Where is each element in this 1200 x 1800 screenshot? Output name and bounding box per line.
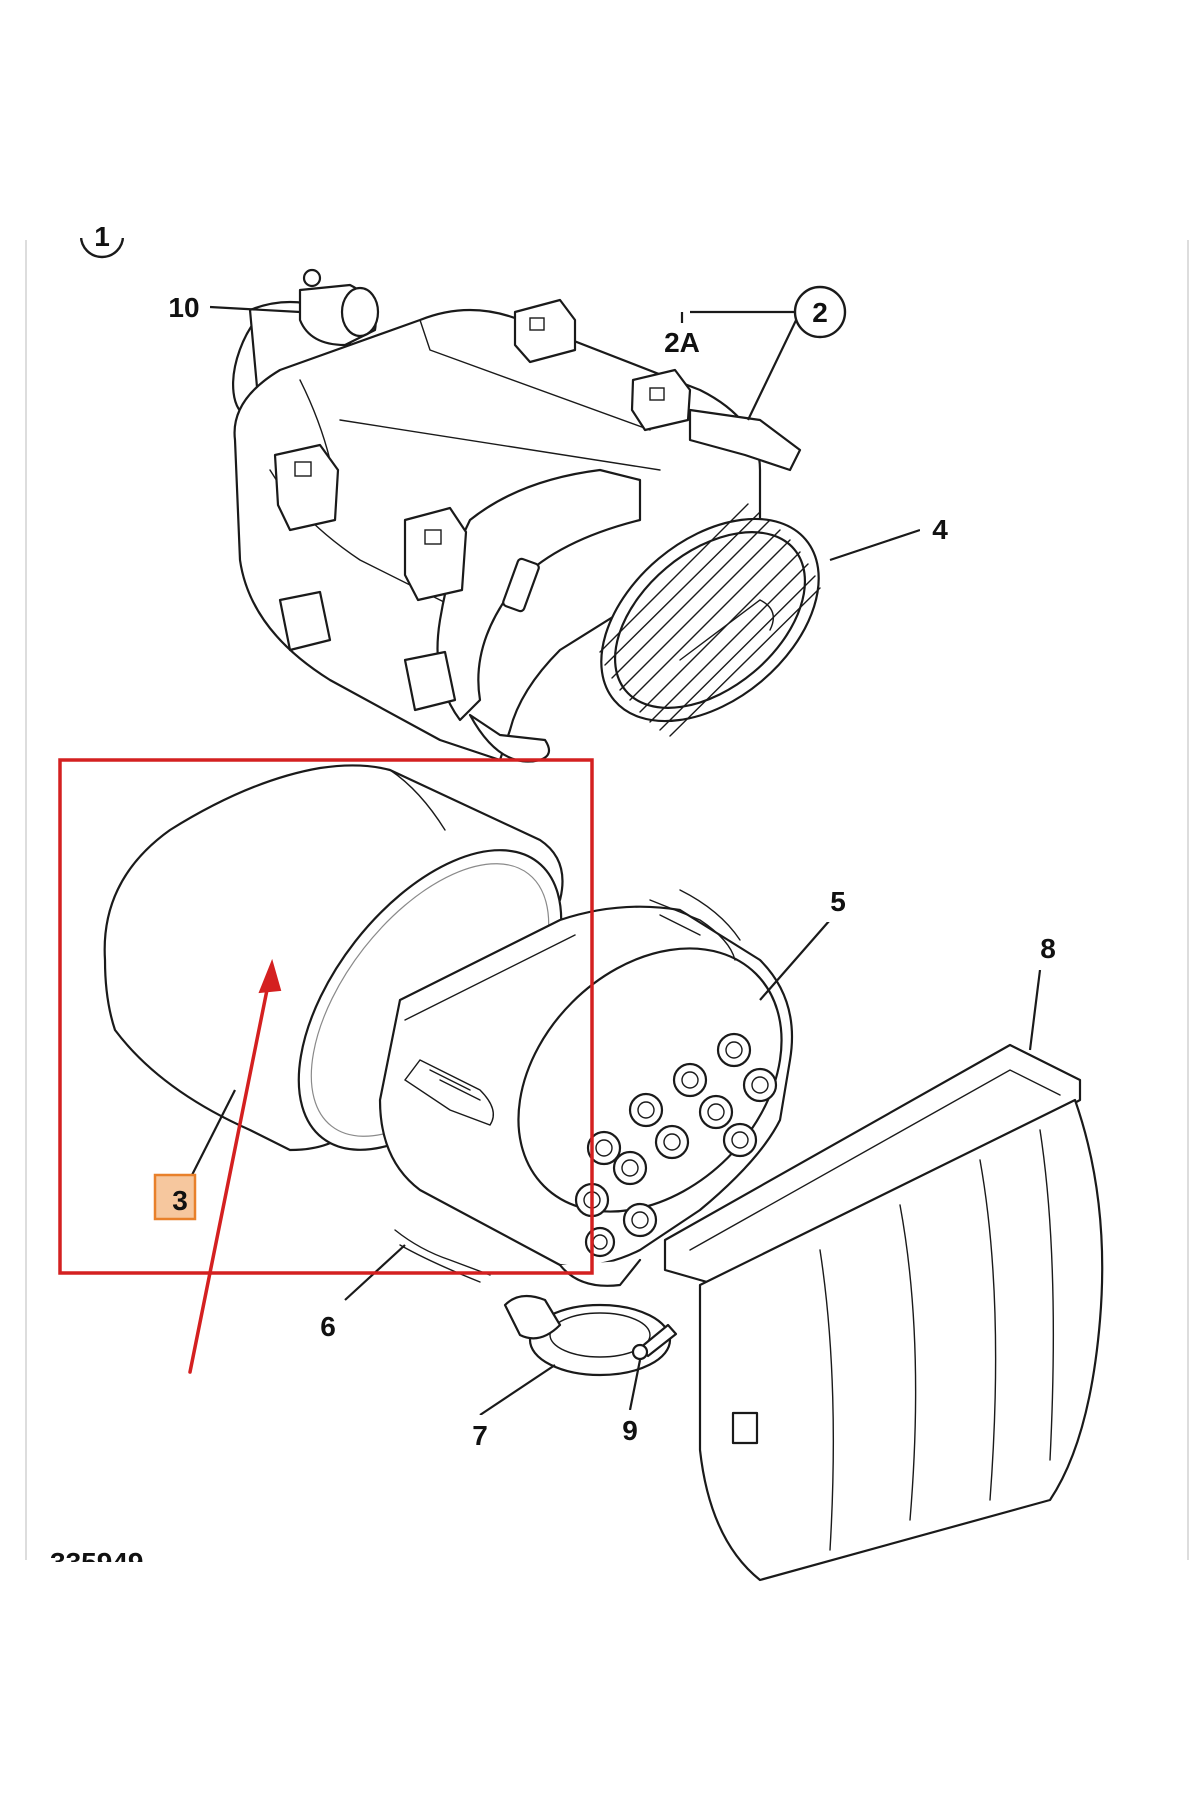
callout-4-label: 4	[932, 514, 948, 545]
callout-3-selected[interactable]: 3	[153, 1173, 197, 1221]
callout-2-label: 2	[812, 297, 828, 328]
selection-highlight-box	[58, 758, 594, 1275]
dust-ejector[interactable]	[503, 1294, 672, 1377]
callout-8[interactable]: 8	[1028, 928, 1068, 970]
cleaner-bowl[interactable]	[378, 889, 834, 1287]
figure-number: 335949	[30, 1547, 330, 1622]
callout-7[interactable]: 7	[460, 1415, 500, 1457]
callout-2a-label: 2A	[664, 327, 700, 358]
bowl-tube-ports	[574, 1032, 778, 1258]
pre-cleaner-screen[interactable]	[563, 478, 857, 761]
callout-10[interactable]: 10	[158, 285, 210, 329]
callout-5[interactable]: 5	[818, 880, 858, 922]
callout-2[interactable]: 2	[793, 285, 847, 339]
callout-6-label: 6	[320, 1311, 336, 1342]
callout-10-label: 10	[168, 292, 199, 323]
callout-3-label: 3	[172, 1185, 188, 1216]
pointer-arrow	[188, 958, 282, 1374]
callout-5-label: 5	[830, 886, 846, 917]
callout-4[interactable]: 4	[920, 508, 960, 550]
callout-6[interactable]: 6	[308, 1305, 348, 1347]
callout-8-label: 8	[1040, 933, 1056, 964]
callout-7-label: 7	[472, 1420, 488, 1451]
callout-9-label: 9	[622, 1415, 638, 1446]
selected-label-highlight	[153, 1173, 197, 1221]
callout-1[interactable]: 1	[70, 200, 140, 259]
cleaner-cover[interactable]	[663, 1043, 1104, 1582]
callout-1-label: 1	[94, 221, 110, 252]
screw[interactable]	[631, 1323, 678, 1361]
callout-9[interactable]: 9	[610, 1410, 650, 1452]
callout-2a[interactable]: 2A	[655, 323, 710, 363]
